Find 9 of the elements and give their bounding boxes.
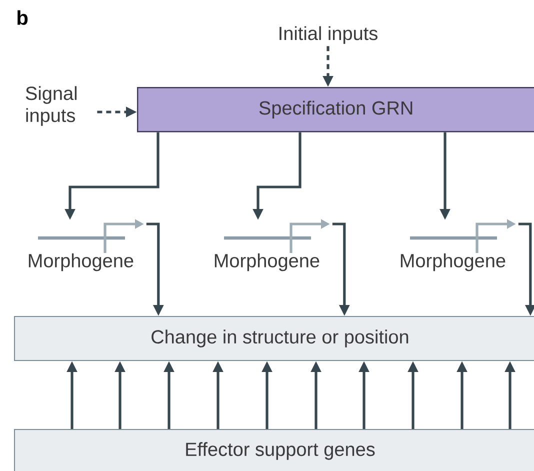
panel-letter: b <box>18 10 28 25</box>
process-box: Effector support genes <box>14 429 534 471</box>
gene-label: Morphogene <box>400 253 506 272</box>
input-label: Initial inputs <box>280 26 378 44</box>
network-box: Specification GRN <box>137 87 534 132</box>
gene-label: Morphogene <box>28 253 134 272</box>
process-box: Change in structure or position <box>14 316 534 361</box>
input-label: Signal inputs <box>26 86 77 126</box>
gene-label: Morphogene <box>214 253 320 272</box>
